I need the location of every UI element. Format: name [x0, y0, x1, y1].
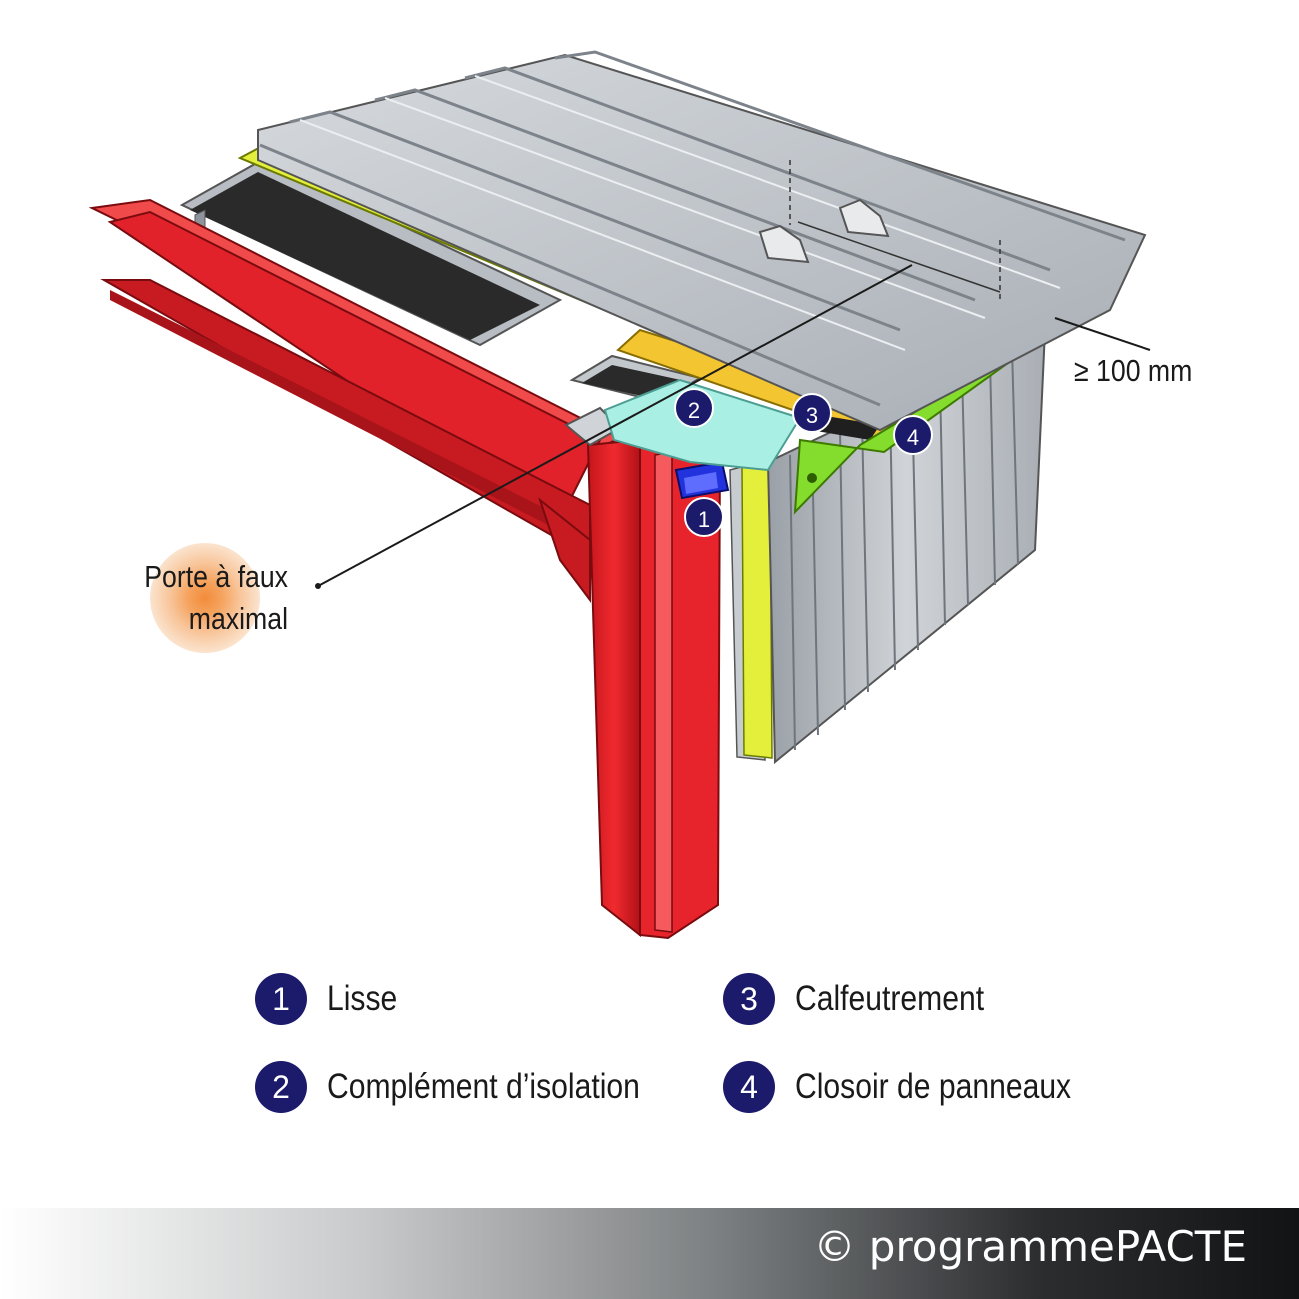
legend-number-1: 1 [255, 973, 307, 1025]
legend: 1 Lisse 3 Calfeutrement 2 Complément d’i… [0, 970, 1299, 1150]
marker-1-number: 1 [698, 507, 710, 532]
legend-number-4: 4 [723, 1061, 775, 1113]
legend-number-2: 2 [255, 1061, 307, 1113]
wall-cladding [729, 328, 1047, 765]
legend-item-4: 4 Closoir de panneaux [723, 1061, 1116, 1113]
legend-number-3: 3 [723, 973, 775, 1025]
legend-label-1: Lisse [327, 979, 398, 1018]
leader-lines [319, 264, 1151, 586]
legend-label-2: Complément d’isolation [327, 1067, 640, 1106]
lisse-rail [674, 460, 730, 500]
legend-item-2: 2 Complément d’isolation [255, 1061, 691, 1113]
overhang-leader-dot [315, 583, 321, 589]
marker-2-number: 2 [688, 398, 700, 423]
overhang-label-line1: Porte à faux [144, 559, 288, 594]
marker-3-number: 3 [806, 403, 818, 428]
legend-label-3: Calfeutrement [795, 979, 985, 1018]
marker-2: 2 [674, 388, 714, 428]
marker-3: 3 [792, 393, 832, 433]
marker-4-number: 4 [907, 425, 919, 450]
construction-detail-diagram: 1 2 3 4 [88, 50, 1151, 940]
legend-label-4: Closoir de panneaux [795, 1067, 1072, 1106]
steel-column [537, 438, 722, 940]
dimension-label: ≥ 100 mm [1074, 353, 1193, 388]
overhang-label-line2: maximal [188, 601, 288, 636]
roof-sheeting [257, 50, 1147, 432]
roof-fasteners [758, 198, 890, 264]
legend-item-3: 3 Calfeutrement [723, 973, 1015, 1025]
marker-4: 4 [893, 415, 933, 455]
footer-banner: © programmePACTE [0, 1208, 1299, 1299]
legend-item-1: 1 Lisse [255, 973, 409, 1025]
overhang-highlight-dot [150, 543, 260, 653]
marker-1: 1 [684, 497, 724, 537]
copyright-text: © programmePACTE [813, 1222, 1247, 1271]
overhang-label: Porte à faux maximal [116, 556, 288, 640]
